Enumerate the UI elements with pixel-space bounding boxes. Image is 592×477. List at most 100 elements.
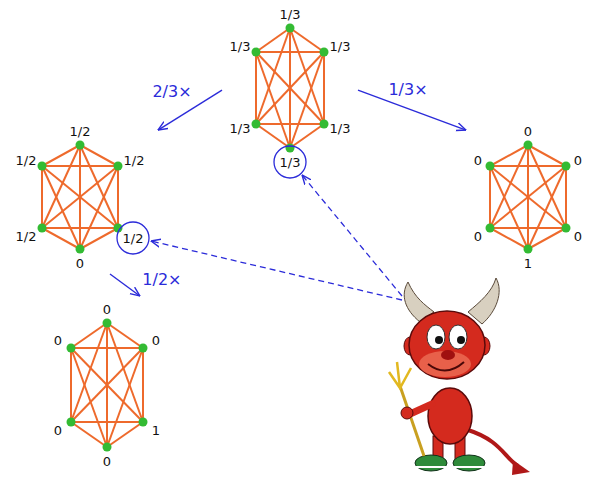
graph-edge: [80, 166, 118, 249]
graph-edge: [117, 166, 119, 228]
vertex-probability: 0: [76, 257, 84, 270]
graph-edge: [71, 422, 107, 447]
vertex-probability: 1/2: [124, 154, 145, 167]
graph-edge: [490, 228, 528, 249]
complete-graph: [40, 296, 175, 472]
trident-handle: [400, 386, 424, 456]
devil-sole: [416, 466, 484, 468]
graph-edge: [71, 347, 143, 349]
graph-edge: [71, 348, 143, 422]
transition-arrow: [358, 90, 466, 130]
vertex-probability: 1/2: [70, 125, 91, 138]
graph-vertex: [67, 344, 76, 353]
dashed-arrow: [151, 241, 402, 300]
dashed-arrow: [302, 175, 402, 296]
vertex-probability: 0: [103, 303, 111, 316]
graph-edge: [528, 228, 566, 249]
graph-vertex: [524, 245, 533, 254]
devil-smile: [428, 362, 464, 371]
graph-vertex: [103, 319, 112, 328]
graph-vertex: [76, 141, 85, 150]
graph-edge: [490, 145, 528, 228]
transition-arrow: [158, 90, 222, 130]
graph-edge: [42, 166, 118, 228]
graph-edge: [42, 228, 80, 249]
graph-edge: [41, 166, 43, 228]
transition-weight: 1/2×: [140, 271, 183, 289]
graph-edge: [107, 422, 143, 447]
graph-edge: [80, 228, 118, 249]
graph-vertex: [252, 48, 261, 57]
vertex-probability: 1: [152, 424, 160, 437]
transition-arrow: [110, 274, 140, 296]
devil-tail-tip: [512, 460, 530, 475]
graph-vertex: [486, 224, 495, 233]
graph-edge: [256, 51, 324, 53]
complete-graph: [8, 122, 158, 274]
devil-body: [428, 388, 472, 444]
graph-edge: [80, 145, 118, 228]
graph-vertex: [562, 162, 571, 171]
graph-vertex: [103, 443, 112, 452]
devil-shoe: [453, 455, 485, 471]
graph-vertex: [38, 224, 47, 233]
vertex-probability: 0: [474, 154, 482, 167]
graph-vertex: [286, 144, 295, 153]
vertex-probability: 0: [474, 230, 482, 243]
graph-vertex: [139, 418, 148, 427]
graph-edge: [42, 227, 118, 229]
graph-edge: [142, 348, 144, 422]
graph-edge: [490, 166, 566, 228]
vertex-probability: 1/3: [330, 40, 351, 53]
graph-node: 1/2 1/2 1/2 1/2 1/2 0: [8, 122, 158, 274]
graph-edge: [490, 165, 566, 167]
graph-vertex: [139, 344, 148, 353]
devil-muzzle: [419, 351, 471, 377]
graph-edge: [290, 52, 324, 148]
vertex-probability: 0: [103, 455, 111, 468]
graph-edge: [290, 124, 324, 148]
graph-edge: [490, 166, 566, 228]
graph-node: 000001: [466, 122, 588, 274]
vertex-probability: 1/3: [280, 156, 301, 169]
devil-horn: [468, 278, 499, 324]
devil-mascot: [389, 278, 530, 475]
transition-weight: 2/3×: [150, 83, 193, 101]
graph-vertex: [486, 162, 495, 171]
highlight-circle: [274, 146, 306, 178]
vertex-probability: 0: [54, 424, 62, 437]
graph-edge: [528, 145, 566, 228]
devil-eye: [427, 325, 445, 349]
devil-eye: [449, 325, 467, 349]
devil-hand: [401, 407, 413, 419]
graph-edge: [323, 52, 325, 124]
graph-vertex: [114, 162, 123, 171]
graph-edge: [256, 52, 290, 148]
adversary-arrow: [151, 175, 402, 300]
graph-vertex: [286, 24, 295, 33]
vertex-probability: 1/2: [16, 154, 37, 167]
vertex-probability: 1/3: [330, 122, 351, 135]
vertex-probability: 0: [574, 230, 582, 243]
graph-edge: [42, 166, 80, 249]
vertex-probability: 1/2: [123, 232, 144, 245]
graph-edge: [70, 348, 72, 422]
graph-edge: [256, 52, 324, 124]
vertex-probability: 1/3: [230, 122, 251, 135]
vertex-probability: 1/2: [16, 230, 37, 243]
graph-vertex: [67, 418, 76, 427]
vertex-probability: 1/3: [280, 8, 301, 21]
devil-pupil: [457, 336, 465, 344]
graph-edge: [107, 348, 143, 447]
vertex-probability: 1/3: [230, 40, 251, 53]
graph-node: 000010: [40, 296, 175, 472]
graph-vertex: [38, 162, 47, 171]
graph-edge: [42, 145, 80, 228]
graph-edge: [71, 348, 107, 447]
graph-vertex: [76, 245, 85, 254]
devil-head: [409, 311, 485, 379]
graph-vertex: [252, 120, 261, 129]
graph-vertex: [524, 141, 533, 150]
vertex-probability: 1: [524, 257, 532, 270]
graph-edge: [256, 28, 290, 124]
